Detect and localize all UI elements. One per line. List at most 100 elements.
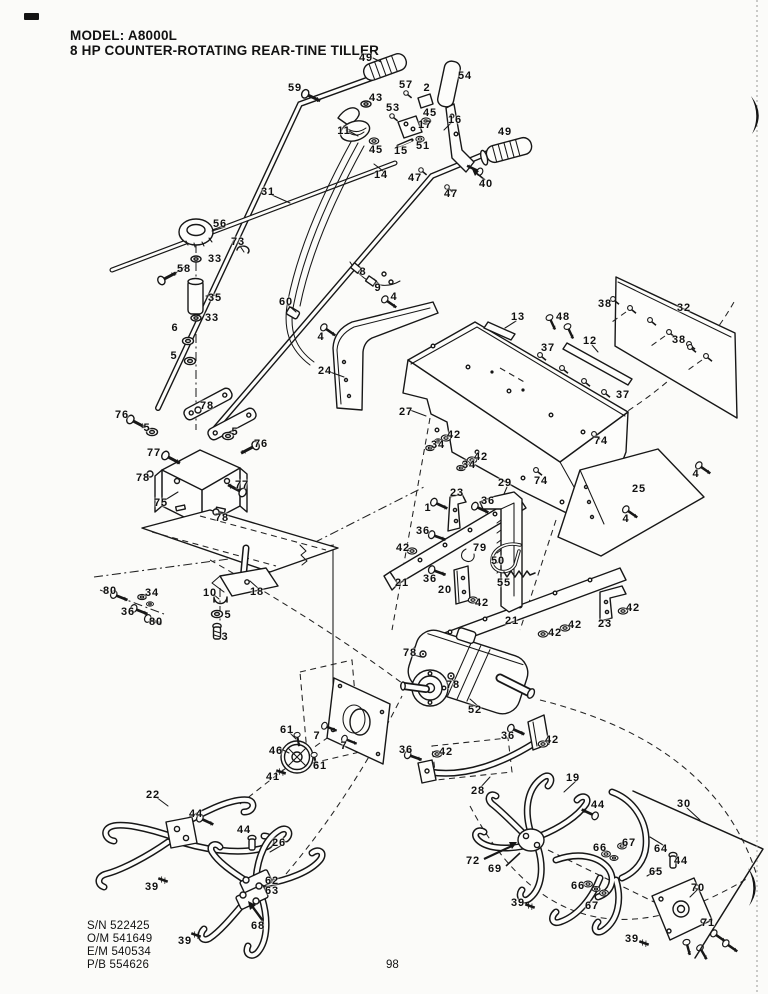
part-callout-78: 78 [402,647,418,659]
part-callout-55: 55 [496,577,512,589]
part-callout-12: 12 [582,335,598,347]
part-callout-45: 45 [422,107,438,119]
part-callout-21: 21 [504,615,520,627]
part-callout-66: 66 [570,880,586,892]
part-callout-46: 46 [268,745,284,757]
part-callout-18: 18 [249,586,265,598]
part-callout-66: 66 [592,842,608,854]
part-callout-4: 4 [390,291,398,303]
part-callout-13: 13 [510,311,526,323]
part-callout-38: 38 [671,334,687,346]
part-callout-44: 44 [673,855,689,867]
part-callout-26: 26 [271,837,287,849]
part-callout-22: 22 [145,789,161,801]
part-callout-42: 42 [446,429,462,441]
part-callout-10: 10 [202,587,218,599]
tine-shield-frame [632,790,764,959]
part-callout-5: 5 [231,426,239,438]
hood-strips [483,321,633,386]
part-callout-77: 77 [146,447,162,459]
part-callout-65: 65 [648,866,664,878]
part-callout-67: 67 [621,837,637,849]
left-inner-tine [188,825,326,959]
part-callout-48: 48 [555,311,571,323]
part-callout-80: 80 [148,616,164,628]
part-callout-7: 7 [313,730,321,742]
part-callout-52: 52 [467,704,483,716]
part-callout-36: 36 [398,744,414,756]
part-callout-42: 42 [567,619,583,631]
part-callout-28: 28 [470,785,486,797]
part-callout-37: 37 [615,389,631,401]
part-callout-75: 75 [153,497,169,509]
part-callout-44: 44 [590,799,606,811]
cable-clamp [285,306,301,320]
part-callout-42: 42 [547,627,563,639]
part-callout-77: 77 [234,479,250,491]
part-callout-23: 23 [449,487,465,499]
owners-manual-number: O/M 541649 [87,932,153,945]
part-callout-74: 74 [533,475,549,487]
part-callout-36: 36 [480,495,496,507]
part-callout-68: 68 [250,920,266,932]
subtitle-line: 8 HP COUNTER-ROTATING REAR-TINE TILLER [70,42,380,58]
right-blade-set [549,788,764,963]
handle-grip [362,53,408,81]
part-callout-53: 53 [385,102,401,114]
part-callout-34: 34 [461,459,477,471]
part-callout-19: 19 [565,772,581,784]
part-callout-50: 50 [490,555,506,567]
depth-knob-column [154,218,250,366]
part-callout-51: 51 [415,140,431,152]
part-callout-27: 27 [398,406,414,418]
part-callout-36: 36 [500,730,516,742]
part-callout-42: 42 [544,734,560,746]
handle-mount-bracket [154,449,248,527]
part-callout-67: 67 [584,900,600,912]
part-callout-35: 35 [207,292,223,304]
part-callout-17: 17 [417,119,433,131]
part-callout-63: 63 [264,885,280,897]
part-callout-4: 4 [692,468,700,480]
part-callout-5: 5 [224,609,232,621]
reference-numbers: S/N 522425 O/M 541649 E/M 540534 P/B 554… [87,920,152,972]
page-number: 98 [386,959,399,971]
part-callout-5: 5 [170,350,178,362]
part-callout-61: 61 [279,724,295,736]
part-callout-45: 45 [368,144,384,156]
right-inner-tine [472,772,601,912]
part-callout-36: 36 [422,573,438,585]
part-callout-39: 39 [624,933,640,945]
part-callout-58: 58 [176,263,192,275]
part-callout-61: 61 [312,760,328,772]
part-callout-49: 49 [497,126,513,138]
part-callout-43: 43 [368,92,384,104]
support-channel [479,491,523,613]
drag-bar [402,714,550,784]
part-callout-41: 41 [265,771,281,783]
part-callout-34: 34 [430,439,446,451]
part-callout-11: 11 [337,125,351,137]
tine-hood [402,321,629,529]
part-callout-25: 25 [631,483,647,495]
part-callout-80: 80 [102,585,118,597]
side-plate-pulley [274,677,391,778]
part-callout-60: 60 [278,296,294,308]
handle-grip-right [479,136,533,166]
part-callout-39: 39 [177,935,193,947]
part-callout-42: 42 [395,542,411,554]
part-callout-44: 44 [236,824,252,836]
right-shield [557,448,705,557]
part-callout-78: 78 [135,472,151,484]
lower-frame [141,509,339,573]
control-cables [285,139,401,366]
fasteners [108,86,714,758]
part-callout-33: 33 [207,253,223,265]
leader-lines [155,57,701,898]
lever-mount-arm [445,103,475,173]
part-callout-8: 8 [359,266,367,278]
part-callout-78: 78 [199,400,215,412]
part-callout-29: 29 [497,477,513,489]
part-callout-71: 71 [700,917,716,929]
part-callout-76: 76 [253,438,269,450]
